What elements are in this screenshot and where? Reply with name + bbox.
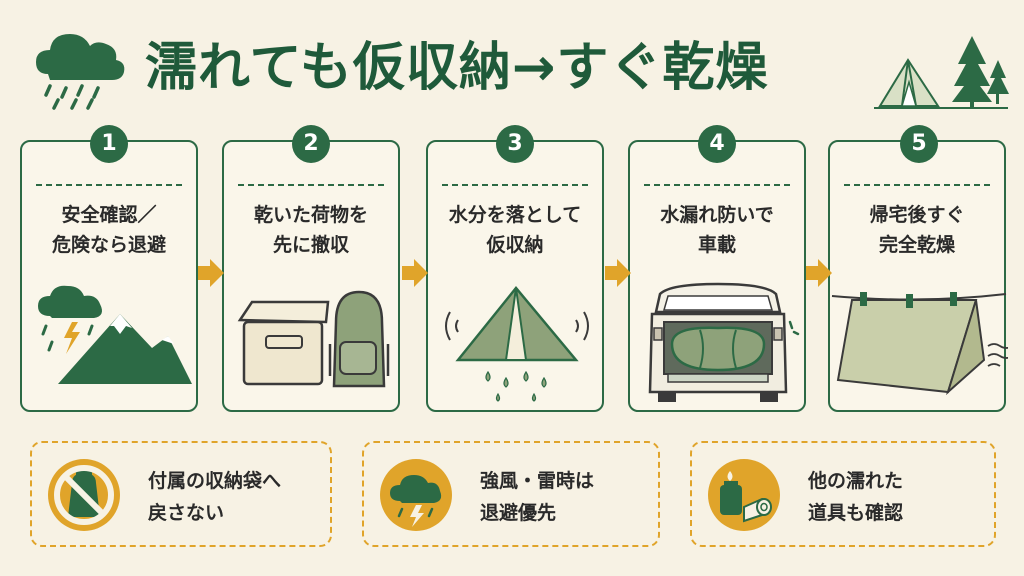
divider (36, 184, 182, 186)
divider (644, 184, 790, 186)
wet-tent-icon (445, 286, 589, 402)
step-text: 帰宅後すぐ 完全乾燥 (836, 200, 998, 260)
no-bag-icon (48, 459, 120, 531)
step-text-line-1: 安全確認／ (61, 204, 157, 226)
note-text: 強風・雷時は 退避優先 (480, 465, 594, 529)
note-text-line-2: 道具も確認 (808, 502, 904, 524)
note-text: 付属の収納袋へ 戻さない (148, 465, 281, 529)
right-arrow-icon (605, 259, 631, 287)
divider (442, 184, 588, 186)
step-text: 水漏れ防いで 車載 (636, 200, 798, 260)
right-arrow-icon (198, 259, 224, 287)
right-arrow-icon (806, 259, 832, 287)
step-card-4: 水漏れ防いで 車載 (628, 140, 806, 412)
step-text-line-1: 帰宅後すぐ (869, 204, 965, 226)
tent-and-trees-icon (874, 36, 1009, 109)
step-number-badge: 2 (292, 125, 330, 163)
rain-cloud-icon (36, 34, 125, 110)
note-text-line-1: 強風・雷時は (480, 470, 595, 492)
step-card-5: 帰宅後すぐ 完全乾燥 (828, 140, 1008, 412)
step-card-2: 乾いた荷物を 先に撤収 (222, 140, 400, 412)
note-text: 他の濡れた 道具も確認 (808, 465, 903, 529)
cooler-and-backpack-icon (237, 290, 390, 388)
storm-mountain-icon (38, 285, 192, 384)
step-card-1: 安全確認／ 危険なら退避 (20, 140, 198, 412)
note-text-line-1: 他の濡れた (808, 470, 904, 492)
divider (844, 184, 990, 186)
lantern-and-mat-icon (708, 459, 780, 531)
note-text-line-2: 戻さない (148, 502, 225, 524)
drying-tarp-icon (831, 292, 1008, 396)
step-text: 水分を落として 仮収納 (434, 200, 596, 260)
step-text-line-1: 水分を落として (448, 204, 582, 226)
right-arrow-icon (402, 259, 428, 287)
step-card-3: 水分を落として 仮収納 (426, 140, 604, 412)
step-text-line-1: 水漏れ防いで (660, 204, 774, 226)
step-number-badge: 4 (698, 125, 736, 163)
step-text-line-1: 乾いた荷物を (253, 204, 368, 226)
step-number-badge: 3 (496, 125, 534, 163)
step-text-line-2: 車載 (697, 234, 736, 256)
note-text-line-1: 付属の収納袋へ (148, 470, 282, 492)
note-card-no-bag: 付属の収納袋へ 戻さない (30, 441, 332, 547)
car-trunk-icon (648, 282, 800, 402)
step-text-line-2: 仮収納 (486, 234, 544, 256)
note-card-storm: 強風・雷時は 退避優先 (362, 441, 660, 547)
note-text-line-2: 退避優先 (480, 502, 557, 524)
step-text: 乾いた荷物を 先に撤収 (230, 200, 392, 260)
step-text: 安全確認／ 危険なら退避 (28, 200, 190, 260)
page-title: 濡れても仮収納→すぐ乾燥 (145, 38, 769, 98)
thunderstorm-icon (380, 459, 452, 531)
divider (238, 184, 384, 186)
step-number-badge: 1 (90, 125, 128, 163)
note-card-other-gear: 他の濡れた 道具も確認 (690, 441, 996, 547)
step-text-line-2: 危険なら退避 (51, 234, 166, 256)
step-text-line-2: 完全乾燥 (878, 234, 955, 256)
step-text-line-2: 先に撤収 (272, 234, 349, 256)
step-number-badge: 5 (900, 125, 938, 163)
